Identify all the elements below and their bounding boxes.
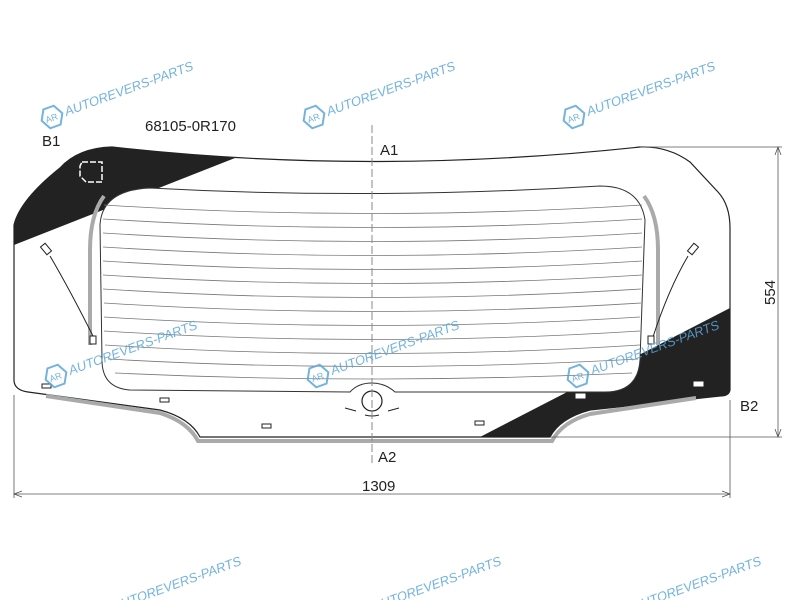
watermark: AR AUTOREVERS-PARTS — [562, 58, 717, 130]
svg-text:AR: AR — [48, 370, 64, 384]
heated-area — [99, 185, 646, 393]
label-a2: A2 — [378, 449, 396, 466]
svg-text:AR: AR — [44, 111, 60, 125]
bracket-left — [79, 161, 103, 183]
svg-text:AR: AR — [570, 370, 586, 384]
watermark: AR AUTOREVERS-PARTS — [302, 58, 457, 130]
part-number: 68105-0R170 — [145, 118, 236, 135]
svg-text:AUTOREVERS-PARTS: AUTOREVERS-PARTS — [61, 58, 195, 119]
svg-text:AR: AR — [566, 111, 582, 125]
watermark: AUTOREVERS-PARTS — [629, 553, 763, 600]
svg-text:AUTOREVERS-PARTS: AUTOREVERS-PARTS — [323, 58, 457, 119]
svg-text:AUTOREVERS-PARTS: AUTOREVERS-PARTS — [369, 553, 503, 600]
left-side-strip — [88, 194, 106, 345]
label-b2: B2 — [740, 398, 758, 415]
svg-text:AR: AR — [310, 370, 326, 384]
label-a1: A1 — [380, 142, 398, 159]
width-dimension — [12, 395, 732, 498]
connector-right — [647, 242, 700, 345]
connector-left — [39, 242, 97, 345]
watermark: AUTOREVERS-PARTS — [109, 553, 243, 600]
clips — [41, 381, 704, 429]
svg-text:AR: AR — [306, 111, 322, 125]
height-dimension — [550, 145, 782, 439]
svg-text:AUTOREVERS-PARTS: AUTOREVERS-PARTS — [583, 58, 717, 119]
height-value: 554 — [762, 280, 779, 305]
bracket-right — [641, 161, 665, 181]
label-b1: B1 — [42, 133, 60, 150]
width-value: 1309 — [362, 478, 395, 495]
svg-text:AUTOREVERS-PARTS: AUTOREVERS-PARTS — [109, 553, 243, 600]
svg-text:AUTOREVERS-PARTS: AUTOREVERS-PARTS — [629, 553, 763, 600]
watermark: AUTOREVERS-PARTS — [369, 553, 503, 600]
right-side-strip — [642, 194, 660, 345]
bottom-seal-strip — [45, 394, 697, 443]
